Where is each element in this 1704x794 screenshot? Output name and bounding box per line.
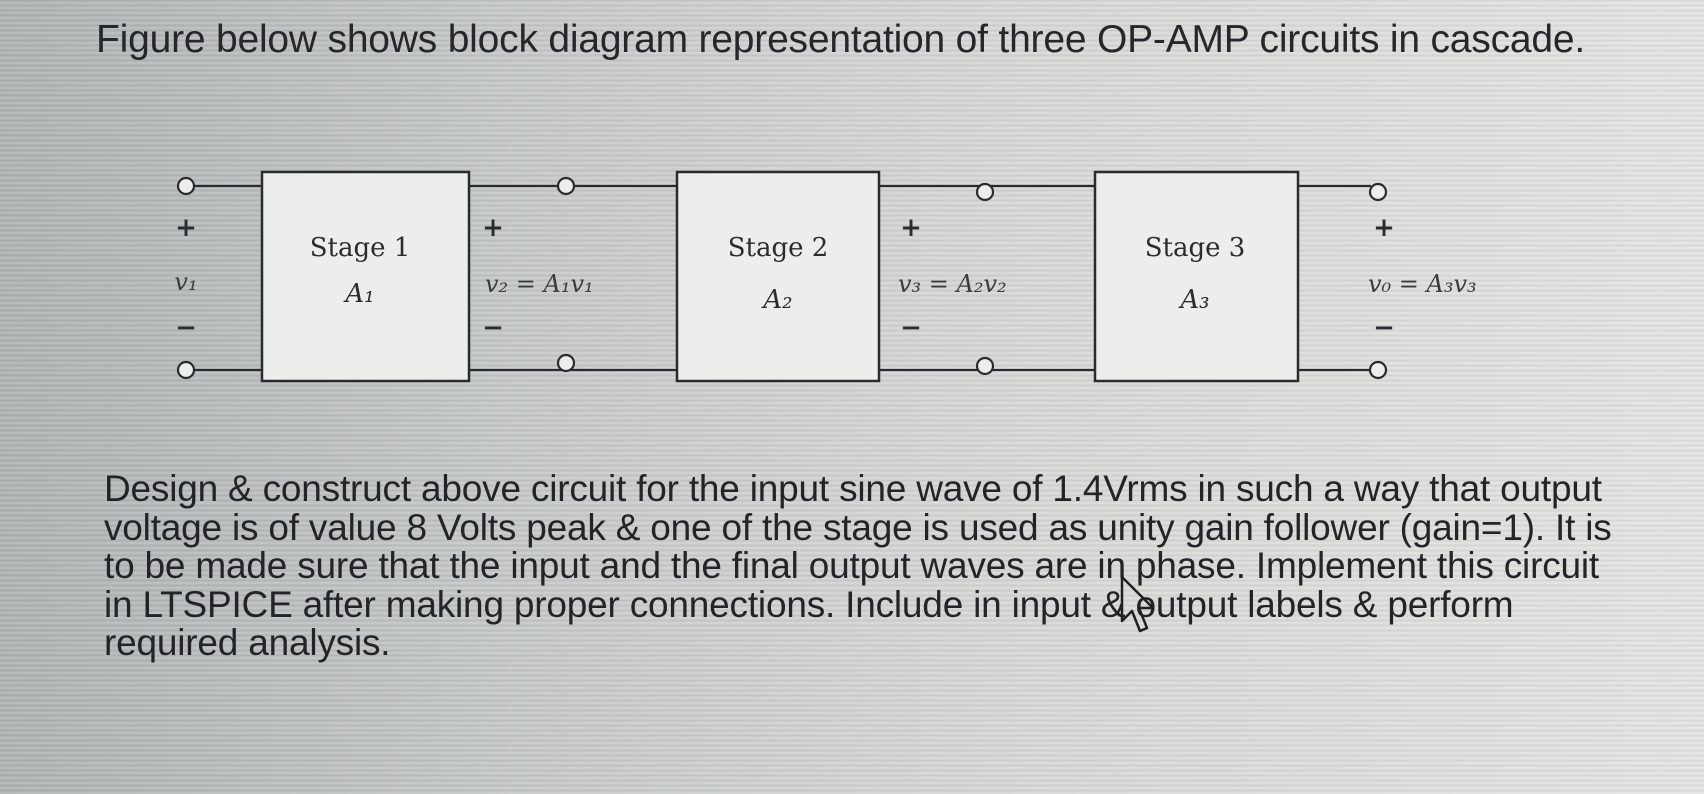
link-2-voltage-label: v₃ = A₂v₂ — [898, 270, 1007, 298]
link-1-minus-sign: − — [482, 313, 504, 343]
stage-2-gain: A₂ — [761, 285, 792, 315]
link-2-terminal-bottom — [975, 356, 995, 376]
task-text: Design & construct above circuit for the… — [104, 468, 1612, 663]
link-1-terminal-top — [556, 176, 576, 196]
link-1-terminal-bottom — [556, 353, 576, 373]
intro-text: Figure below shows block diagram represe… — [96, 18, 1586, 61]
output-minus-sign: − — [1373, 313, 1395, 343]
input-terminal-bottom — [176, 360, 196, 380]
stage-1-name: Stage 1 — [310, 233, 411, 263]
link-1-voltage-label: v₂ = A₁v₁ — [485, 270, 594, 298]
link-2-plus-sign: + — [900, 213, 922, 243]
stage-3-block: Stage 3 A₃ — [1093, 170, 1300, 383]
output-voltage-label: v₀ = A₃v₃ — [1368, 270, 1477, 298]
mouse-pointer-icon — [1120, 575, 1155, 633]
input-voltage-label: v₁ — [174, 268, 197, 296]
input-plus-sign: + — [175, 213, 197, 243]
link-1-plus-sign: + — [482, 213, 504, 243]
stage-3-gain: A₃ — [1178, 285, 1209, 315]
stage-2-name: Stage 2 — [728, 233, 829, 263]
output-terminal-bottom — [1368, 360, 1388, 380]
link-2-minus-sign: − — [900, 313, 922, 343]
stage-1-block: Stage 1 A₁ — [260, 170, 471, 383]
stage-2-block: Stage 2 A₂ — [675, 170, 881, 383]
output-terminal-top — [1368, 182, 1388, 202]
input-terminal-top — [176, 176, 196, 196]
link-2-terminal-top — [975, 182, 995, 202]
stage-1-gain: A₁ — [343, 279, 374, 309]
stage-3-name: Stage 3 — [1145, 233, 1246, 263]
input-minus-sign: − — [175, 313, 197, 343]
output-plus-sign: + — [1373, 213, 1395, 243]
